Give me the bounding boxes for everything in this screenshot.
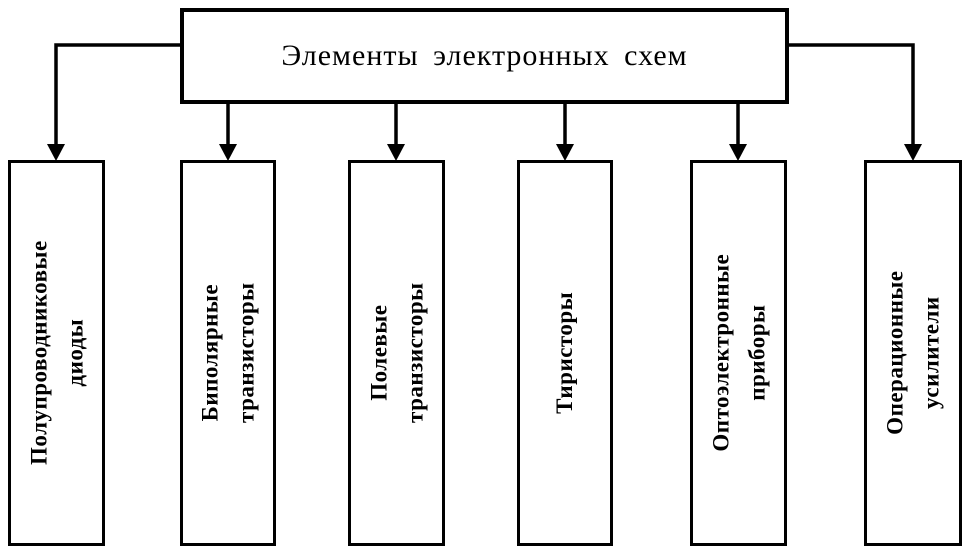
branch-box-thyristors: Тиристоры (517, 160, 613, 546)
arrow-down-icon (729, 144, 747, 161)
branch-box-label: Биполярные транзисторы (197, 282, 258, 424)
branch-box-label: Тиристоры (552, 291, 578, 415)
arrow-down-icon (556, 144, 574, 161)
arrow-down-icon (904, 144, 922, 161)
branch-box-field-effect-transistors: Полевые транзисторы (348, 160, 445, 546)
branch-box-semiconductor-diodes: Полупроводниковые диоды (8, 160, 105, 546)
diagram-title: Элементы электронных схем (281, 39, 688, 72)
branch-box-bipolar-transistors: Биполярные транзисторы (180, 160, 276, 546)
branch-box-label: Оптоэлектронные приборы (707, 254, 769, 452)
connector-line (54, 43, 182, 148)
branch-box-label: Операционные усилители (882, 270, 943, 436)
root-box-elements-of-electronic-circuits: Элементы электронных схем (180, 8, 789, 104)
branch-box-label: Полупроводниковые диоды (25, 240, 87, 466)
branch-box-label: Полевые транзисторы (365, 282, 427, 424)
branch-box-operational-amplifiers: Операционные усилители (864, 160, 962, 546)
connector-line (787, 43, 915, 148)
arrow-down-icon (387, 144, 405, 161)
arrow-down-icon (219, 144, 237, 161)
branch-box-optoelectronic-devices: Оптоэлектронные приборы (690, 160, 787, 546)
arrow-down-icon (47, 144, 65, 161)
